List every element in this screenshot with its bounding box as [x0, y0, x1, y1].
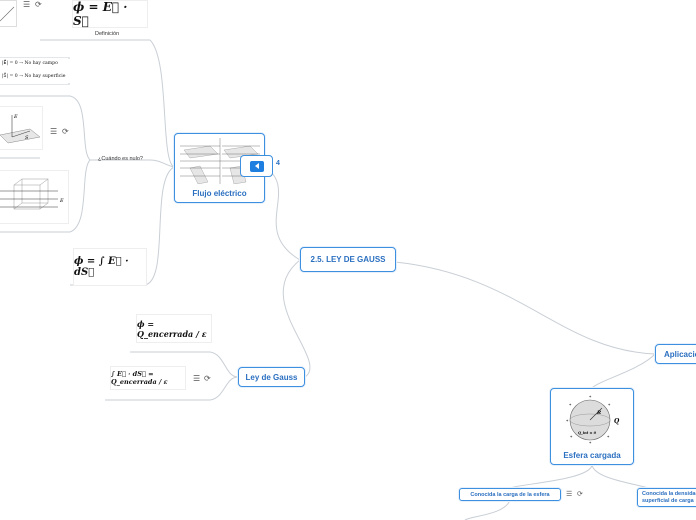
condition-no-surface: |S⃗| = 0 → No hay superficie	[2, 74, 66, 79]
notes-icon[interactable]: ☰	[23, 0, 31, 9]
collapsed-count-badge[interactable]: 4	[276, 160, 280, 167]
gauss-law-formula-integral: ∫ E⃗ · dS⃗ = Q_encerrada / ε	[110, 366, 186, 390]
gauss-law-formula-phi: ϕ = Q_encerrada / ε	[136, 314, 212, 343]
null-conditions: |E⃗| = 0 → No hay campo |S⃗| = 0 → No ha…	[0, 58, 68, 84]
svg-text:+: +	[589, 394, 592, 399]
definition-formula: ϕ = E⃗ · S⃗	[72, 0, 148, 28]
null-label: ¿Cuándo es nulo?	[98, 156, 143, 162]
svg-text:+: +	[566, 418, 569, 423]
svg-text:+: +	[569, 402, 572, 407]
svg-text:E: E	[13, 114, 18, 120]
svg-text:+: +	[608, 402, 611, 407]
collapse-button[interactable]	[240, 155, 273, 177]
charged-sphere-label: Esfera cargada	[563, 451, 621, 460]
link-icon[interactable]: ⟳	[204, 374, 211, 383]
sphere-inner-charge-label: Q_int = 0	[578, 431, 597, 435]
flux-integral-formula: ϕ = ∫ E⃗ · dS⃗	[73, 248, 147, 286]
known-charge-node[interactable]: Conocida la carga de la esfera	[459, 488, 561, 501]
applications-node[interactable]: Aplicaciones	[655, 344, 696, 364]
condition-no-field: |E⃗| = 0 → No hay campo	[2, 61, 58, 66]
definition-label: Definición	[95, 31, 120, 37]
link-icon[interactable]: ⟳	[62, 127, 69, 136]
null-figure-cube: E	[0, 170, 69, 224]
sphere-radius-label: R	[596, 410, 601, 416]
triangle-left-icon	[249, 160, 264, 172]
svg-text:E: E	[59, 198, 64, 204]
notes-icon[interactable]: ☰	[566, 491, 573, 498]
svg-text:+: +	[607, 434, 610, 439]
link-icon[interactable]: ⟳	[577, 491, 583, 498]
svg-text:+: +	[570, 434, 573, 439]
gauss-law-node[interactable]: Ley de Gauss	[238, 367, 305, 387]
charged-sphere-node[interactable]: R Q Q_int = 0 + + + + + + + Esfera cargada	[550, 388, 634, 465]
central-topic[interactable]: 2.5. LEY DE GAUSS	[300, 247, 396, 272]
notes-icon[interactable]: ☰	[193, 374, 201, 383]
null-figure-parallel: E S	[0, 106, 43, 150]
cropped-figure	[0, 0, 17, 27]
flux-node-label: Flujo eléctrico	[192, 189, 247, 198]
link-icon[interactable]: ⟳	[35, 0, 42, 9]
charged-sphere-image: R Q Q_int = 0 + + + + + + +	[566, 394, 620, 445]
notes-icon[interactable]: ☰	[50, 127, 58, 136]
svg-text:S: S	[25, 135, 29, 141]
known-density-node[interactable]: Conocida la densidad superficial de carg…	[637, 488, 696, 507]
svg-text:+: +	[589, 440, 592, 445]
sphere-charge-label: Q	[614, 418, 620, 425]
